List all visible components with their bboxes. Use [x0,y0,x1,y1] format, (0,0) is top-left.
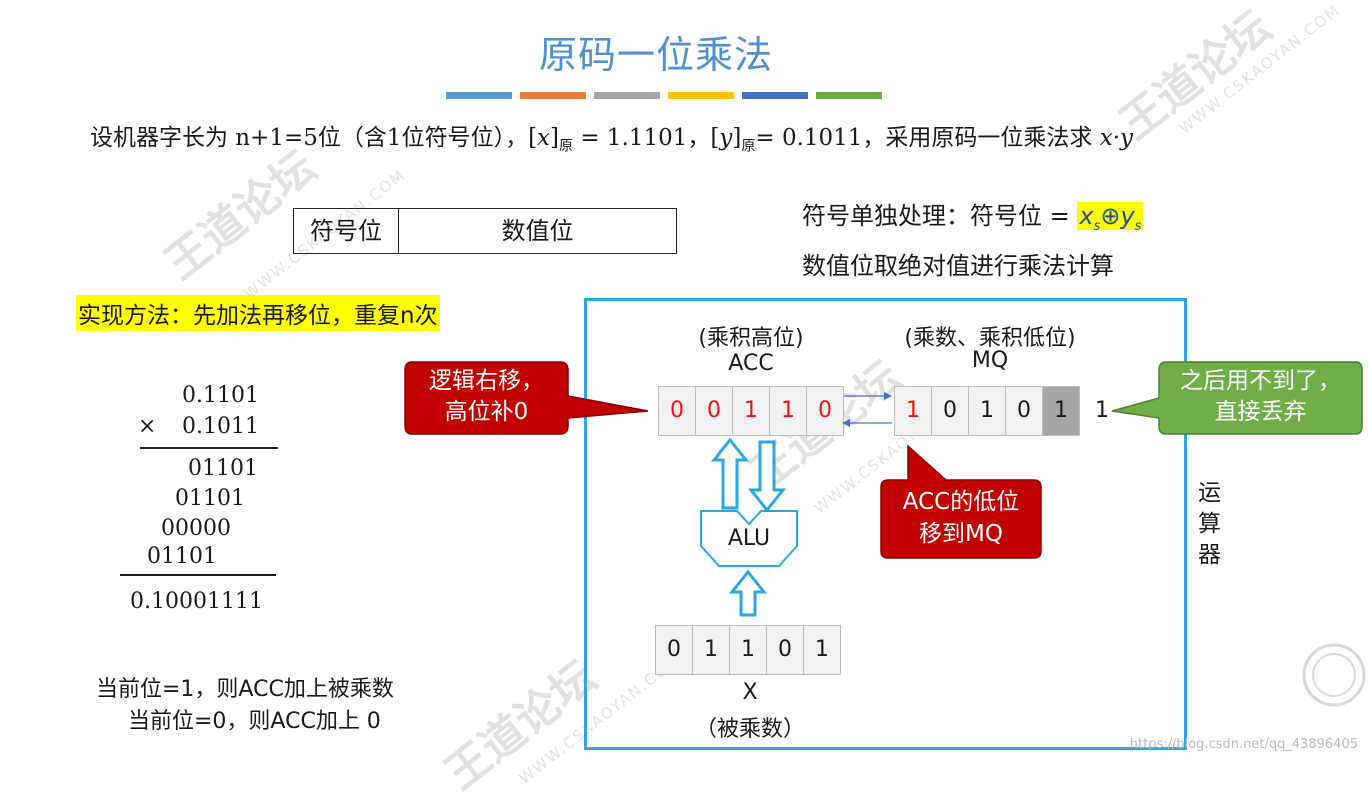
mq-bit: 1 [968,386,1005,436]
callout-line: 逻辑右移， [429,368,544,394]
mq-bit: 1 [1042,386,1080,436]
problem-bracket: ] [732,125,742,151]
color-bar [520,92,586,99]
problem-sub: 原 [559,138,574,155]
arithmetic-unit-label: 运 算 器 [1198,478,1228,571]
acc-bit: 1 [769,386,806,436]
mq-to-acc-arrow-icon [842,419,850,427]
acc-to-alu-arrow-icon [747,440,787,513]
xor-icon: ⊕ [1100,202,1121,230]
value-bits-cell: 数值位 [501,217,574,245]
callout-line: ACC的低位 [902,489,1020,515]
calc-partial: 01101 [147,544,217,569]
calc-divider [120,574,276,576]
side-label-char: 运 [1198,480,1221,506]
acc-to-mq-arrow-icon [884,392,892,400]
acc-bit: 0 [658,386,695,436]
mq-register: 1 0 1 0 1 [894,386,1080,436]
calc-result: 0.10001111 [130,589,263,614]
calc-times-icon: × [138,414,157,439]
sign-xor-formula: xs⊕ys [1077,202,1144,234]
problem-statement: 设机器字长为 n+1=5位（含1位符号位），[x]原 = 1.1101，[y]原… [90,118,1133,156]
calc-partial: 00000 [161,516,231,541]
arithmetic-unit-frame [584,298,1187,750]
alu-label: ALU [727,526,771,551]
acc-bit: 1 [732,386,769,436]
x-to-alu-arrow-icon [728,569,768,617]
acc-register: 0 0 1 1 0 [658,386,844,436]
acc-label: ACC [728,351,774,376]
x-bit: 0 [655,625,692,675]
x-bit: 0 [766,625,803,675]
move-callout: ACC的低位 移到MQ [881,486,1041,550]
calc-partial: 01101 [175,486,245,511]
x-bit: 1 [729,625,766,675]
color-bar [816,92,882,99]
rule-bit-zero: 当前位=0，则ACC加上 0 [128,709,381,734]
callout-line: 高位补0 [444,399,529,425]
xor-y: y [1120,202,1135,230]
color-bar [594,92,660,99]
problem-var-y: y [719,125,733,151]
title-color-bars [446,92,882,99]
rule-bit-one: 当前位=1，则ACC加上被乘数 [96,677,394,702]
acc-bit: 0 [806,386,844,436]
problem-bracket: ] [550,125,560,151]
sign-note-text: 符号单独处理：符号位 = [802,202,1078,230]
x-label-desc: （被乘数） [694,717,805,742]
callout-line: 移到MQ [919,521,1003,547]
alu-to-acc-arrow-icon [710,437,750,510]
acc-label-desc: (乘积高位) [698,326,804,351]
xor-x: x [1079,202,1094,230]
mq-bit: 0 [1005,386,1042,436]
alu-shape-icon [700,510,798,567]
mq-dropped-bit: 1 [1095,398,1109,423]
mq-bit: 0 [931,386,968,436]
move-callout-shape [880,444,1042,559]
acc-bit: 0 [695,386,732,436]
problem-text: 设机器字长为 n+1=5位（含1位符号位），[ [90,125,538,151]
color-bar [668,92,734,99]
problem-text: = 1.1101，[ [573,125,720,151]
shift-callout-shape [404,361,649,435]
x-bit: 1 [692,625,729,675]
x-label: X [742,680,758,705]
discard-callout-shape [1111,361,1363,435]
method-note: 实现方法：先加法再移位，重复n次 [76,295,440,331]
calc-divider [140,447,278,449]
x-bit: 1 [803,625,841,675]
problem-text: = 0.1011，采用原码一位乘法求 [755,125,1100,151]
watermark-seal-icon [1302,643,1366,707]
color-bar [446,92,512,99]
calc-multiplicand: 0.1101 [182,383,259,408]
mq-label: MQ [971,348,1009,373]
problem-target: x·y [1099,125,1134,151]
callout-line: 之后用不到了， [1180,368,1341,394]
abs-value-note: 数值位取绝对值进行乘法计算 [802,252,1114,280]
shift-callout: 逻辑右移， 高位补0 [405,366,568,428]
footer-url: https://blog.csdn.net/qq_43896405 [1129,737,1358,752]
xor-x-sub: s [1093,218,1101,234]
xor-y-sub: s [1134,218,1142,234]
number-format-box: 符号位 数值位 [293,208,677,254]
x-register: 0 1 1 0 1 [655,625,841,675]
callout-line: 直接丢弃 [1214,399,1307,425]
color-bar [742,92,808,99]
calc-multiplier: 0.1011 [182,414,259,439]
problem-var-x: x [537,125,551,151]
calc-partial: 01101 [188,456,258,481]
side-label-char: 算 [1198,511,1221,537]
side-label-char: 器 [1198,542,1221,568]
discard-callout: 之后用不到了， 直接丢弃 [1159,366,1362,428]
page-title: 原码一位乘法 [538,33,773,77]
mq-label-desc: (乘数、乘积低位) [904,326,1076,351]
sign-handling-note: 符号单独处理：符号位 = xs⊕ys [802,196,1144,234]
diagram-arrows [404,361,1363,617]
sign-bit-cell: 符号位 [294,209,399,253]
problem-sub: 原 [741,138,756,155]
mq-bit: 1 [894,386,931,436]
